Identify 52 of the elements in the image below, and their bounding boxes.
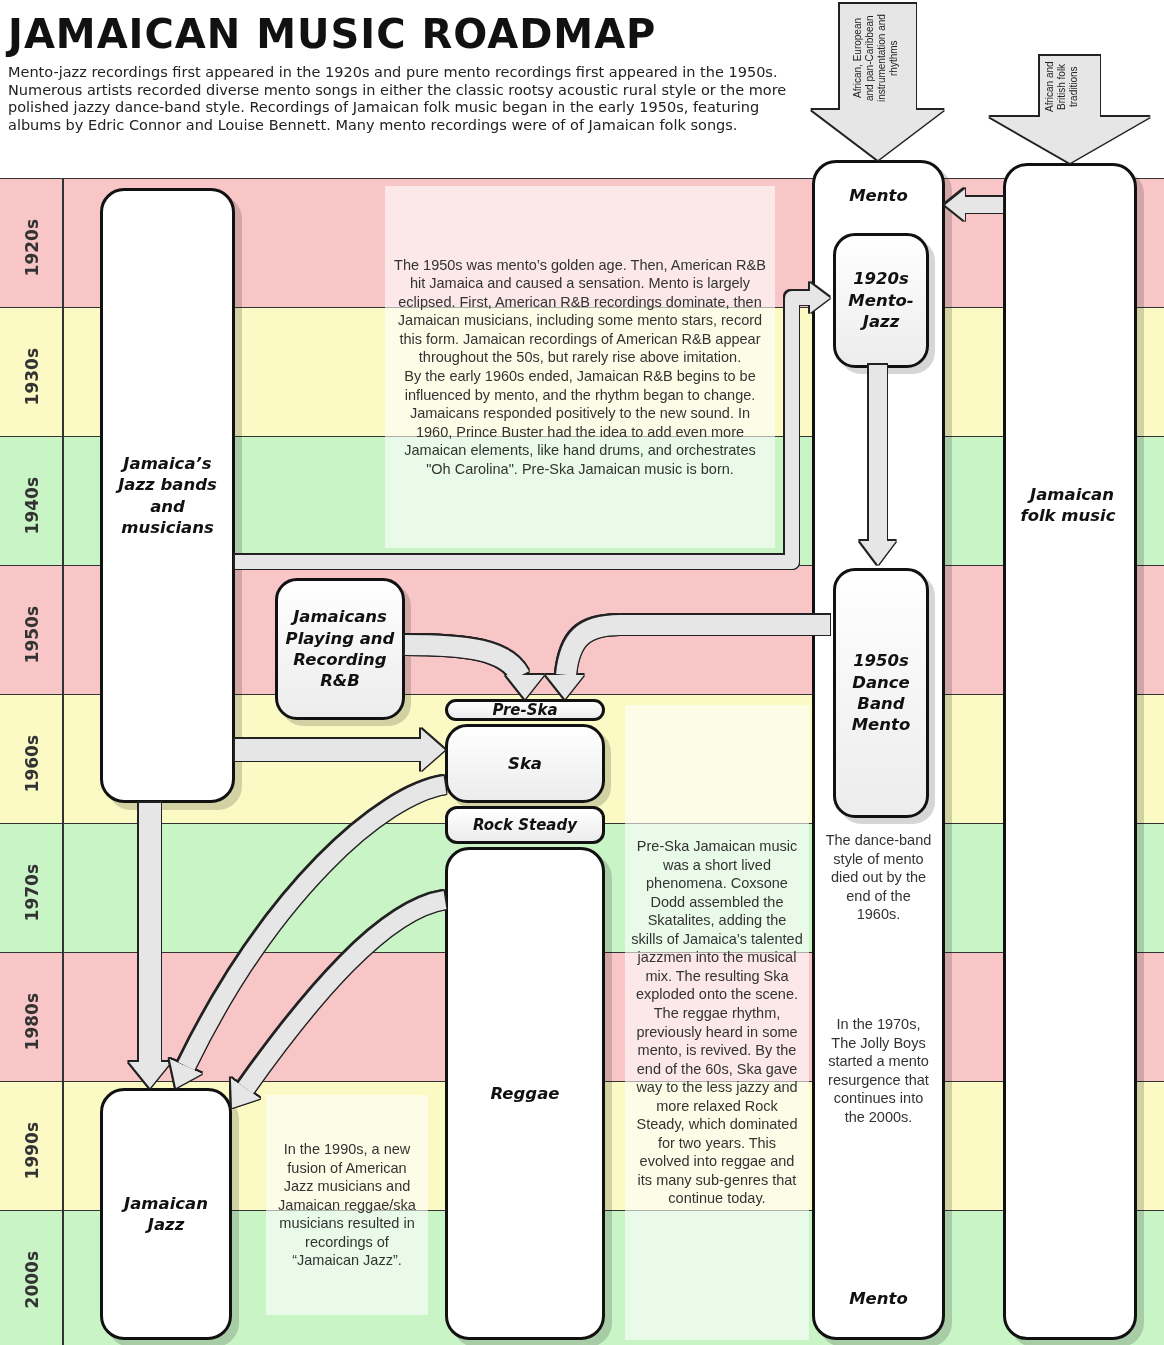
edge-label: African and British folk traditions xyxy=(1044,60,1080,114)
block-arrow xyxy=(860,365,896,565)
block-arrow xyxy=(235,729,445,771)
genre-box xyxy=(833,568,929,818)
genre-name: Jamaica’s Jazz bands and musicians xyxy=(103,452,232,539)
description-text: The 1950s was mento’s golden age. Then, American R&B hit Jamaica and caused a sensation. Mento is largely eclipsed. First, American R&B recordings dominate, then Jamaican musicians, including some mento stars, record this form. Jamaican recordings of American R&B appear throughout the 50s, but rarely rise above imitation. xyxy=(393,255,767,367)
block-arrow xyxy=(945,189,1003,221)
description-text: In the 1970s, The Jolly Boys started a mento resurgence that continues into the 2000s. xyxy=(827,1015,930,1127)
genre-name: Pre-Ska xyxy=(491,702,559,718)
decade-label: 1950s xyxy=(22,606,42,664)
genre-name: Mento xyxy=(848,186,909,205)
timeline-column xyxy=(445,847,605,1340)
genre-box xyxy=(833,233,929,368)
block-arrow xyxy=(235,283,830,569)
decade-label: 1980s xyxy=(22,993,42,1051)
genre-name: Reggae xyxy=(489,1082,561,1105)
timeline-column xyxy=(100,1088,232,1340)
genre-pill xyxy=(445,699,605,721)
edge-label: African, European and pan-Caribbean instrumentation and rhythms xyxy=(852,13,900,104)
decade-label: 1920s xyxy=(22,219,42,277)
text-panel xyxy=(266,1095,428,1315)
timeline-column xyxy=(1003,163,1137,1340)
genre-pill xyxy=(445,806,605,844)
block-arrow xyxy=(812,4,944,160)
block-arrow xyxy=(990,56,1150,163)
description-text: Pre-Ska Jamaican music was a short lived phenomena. Coxsone Dodd assembled the Skatalites, adding the skills of Jamaica’s talented jazzmen into the musical mix. The resulting Ska exploded onto the scene. The reggae rhythm, previously heard in some mento, is revived. By the end of the 60s, Ska gave way to the less jazzy and more relaxed Rock Steady, which dominated for two years. This evolved into reggae and its many sub-genres that continue today. xyxy=(631,837,803,1208)
description-text: By the early 1960s ended, Jamaican R&B begins to be influenced by mento, and the rhythm began to change. Jamaicans responded positively to the new sound. In 1960, Prince Buster had the idea to add even more Jamaican elements, like hand drums, and orchestrates "Oh Carolina". Pre-Ska Jamaican music is born. xyxy=(403,367,757,479)
genre-name: Mento xyxy=(848,1289,909,1308)
genre-name: Jamaicans Playing and Recording R&B xyxy=(284,606,396,692)
decade-label: 1940s xyxy=(22,477,42,535)
block-arrow xyxy=(546,615,830,700)
description-text: The dance-band style of mento died out by the end of the 1960s. xyxy=(824,831,933,924)
genre-box xyxy=(445,724,605,803)
text-panel xyxy=(385,186,775,548)
block-arrow xyxy=(129,803,171,1088)
genre-name: Ska xyxy=(507,752,543,775)
timeline-column xyxy=(100,188,235,803)
decade-label: 2000s xyxy=(22,1251,42,1309)
genre-name: 1920s Mento-Jazz xyxy=(847,268,915,333)
decade-label: 1930s xyxy=(22,348,42,406)
description-text: In the 1990s, a new fusion of American Jazz musicians and Jamaican reggae/ska musicians resulted in recordings of “Jamaican Jazz”. xyxy=(277,1140,417,1270)
genre-name: Rock Steady xyxy=(472,817,579,833)
genre-name: Jamaican folk music xyxy=(1020,485,1117,526)
timeline-column xyxy=(812,160,945,1340)
genre-name: Jamaican Jazz xyxy=(103,1192,229,1236)
decade-label: 1960s xyxy=(22,735,42,793)
text-panel xyxy=(625,705,809,1340)
genre-name: 1950s Dance Band Mento xyxy=(850,650,912,736)
genre-box xyxy=(275,578,405,720)
decade-label: 1990s xyxy=(22,1122,42,1180)
intro-paragraph: Mento-jazz recordings first appeared in the 1920s and pure mento recordings first appeared in the 1950s. Numerous artists recorded diverse mento songs in either the classic rootsy acoustic rural style or the more polished jazzy dance-band style. Recordings of Jamaican folk music began in the early 1950s, featuring albums by Edric Connor and Louise Bennett. Many mento recordings were of of Jamaican folk songs. xyxy=(8,64,788,135)
decade-label: 1970s xyxy=(22,864,42,922)
